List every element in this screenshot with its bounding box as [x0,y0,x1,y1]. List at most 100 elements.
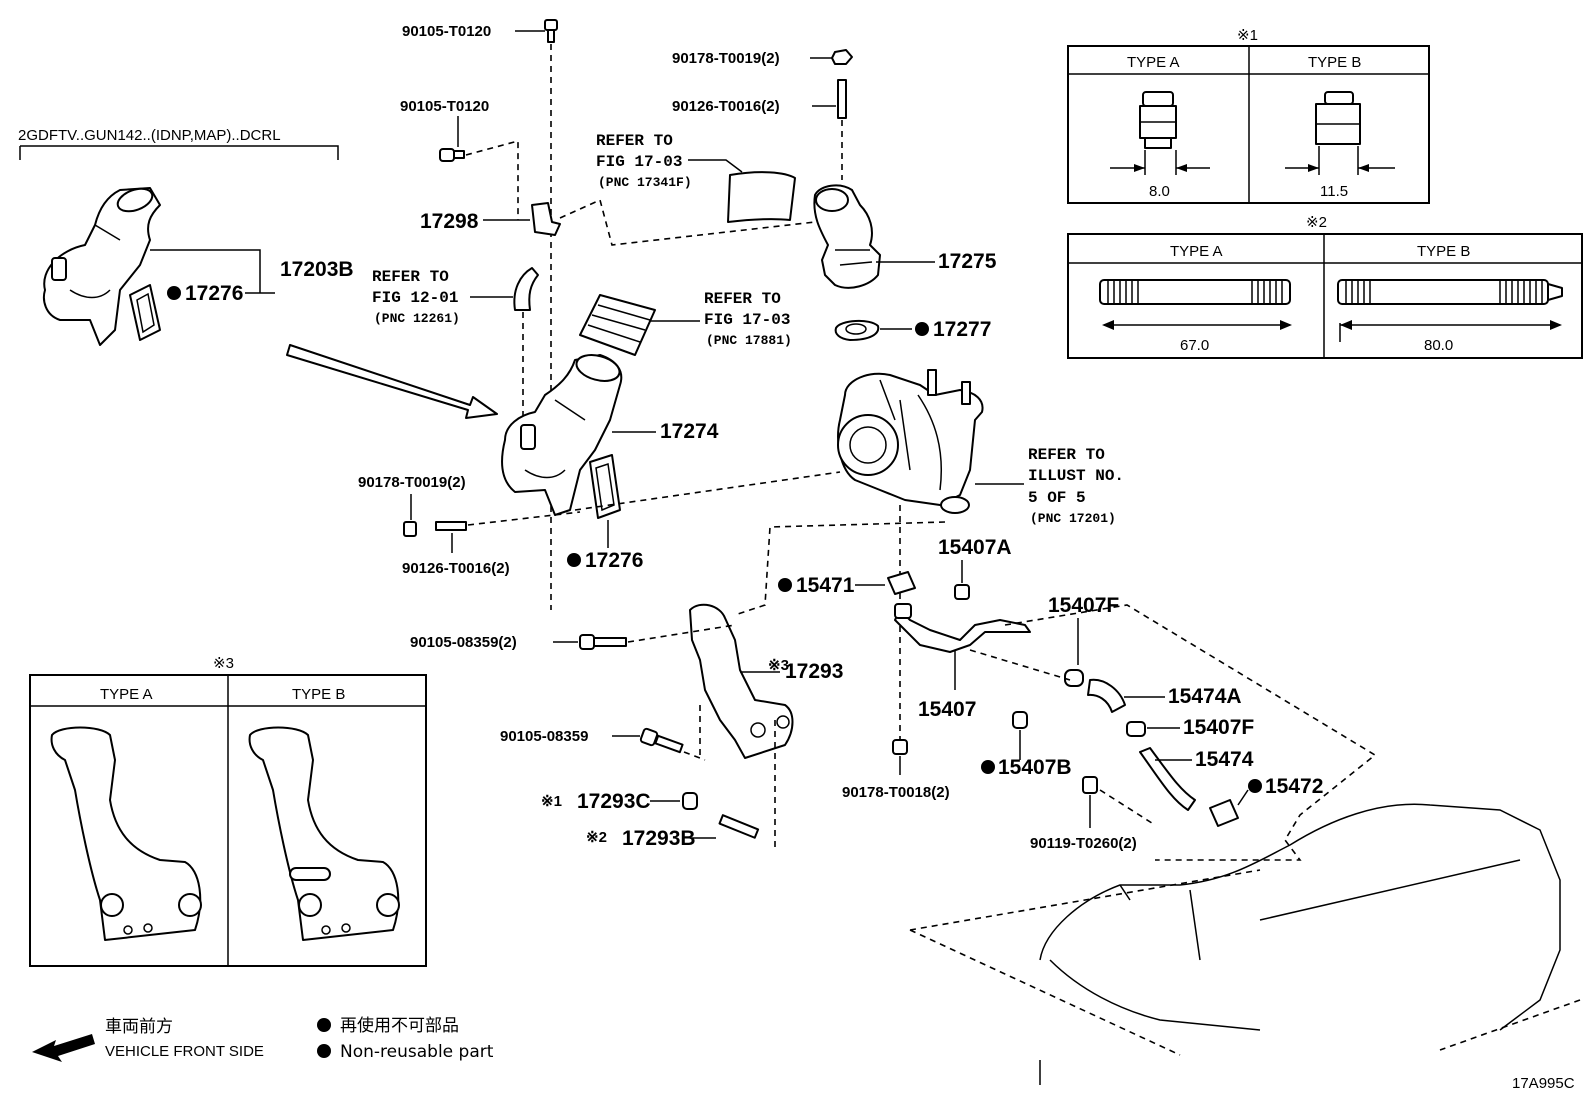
model-code-bracket [19,145,339,160]
callout-90105-08359-2: 90105-08359(2) [410,634,517,651]
table2-mark: ※2 [1306,214,1327,231]
nut-90178-T0018-drawing [892,739,908,755]
ref4-line3: 5 OF 5 [1028,489,1086,507]
bolt-90105-08359-2-drawing [579,634,627,650]
callout-90178-T0019-top: 90178-T0019(2) [672,50,780,67]
callout-90105-08359: 90105-08359 [500,728,588,745]
ref4-line4: (PNC 17201) [1030,511,1116,526]
callout-15474A: 15474A [1168,685,1242,708]
lead-17203B [150,249,275,294]
callout-17276-mid: 17276 [585,549,643,572]
callout-15407F-top: 15407F [1048,594,1119,617]
nut-mid-drawing [403,521,417,537]
illustration-id: 17A995C [1512,1075,1575,1092]
callout-90178-T0019-mid: 90178-T0019(2) [358,474,466,491]
callout-90105-T0120: 90105-T0120 [400,98,489,115]
bracket-type-b-drawing [248,726,400,941]
bolt-90105-T0120-drawing [544,19,558,43]
hose-17341F-drawing [727,171,796,223]
callout-90178-T0018: 90178-T0018(2) [842,784,950,801]
bolt-15407A-drawing [954,584,970,600]
table1-mark: ※1 [1237,27,1258,44]
union-15407B-drawing [1012,711,1028,729]
bracket-17298-drawing [531,202,561,236]
table2-dim-a: 67.0 [1180,337,1209,354]
ref1-line3: (PNC 17341F) [598,175,692,190]
nonreuse-dot-icon [317,1044,331,1058]
table3-type-b: TYPE B [292,686,345,703]
callout-90126-T0016-mid: 90126-T0016(2) [402,560,510,577]
table3-type-a: TYPE A [100,686,153,703]
nonreuse-dot [567,553,581,567]
table2-type-b: TYPE B [1417,243,1470,260]
stud-mid-drawing [435,521,467,531]
bracket-17293-drawing [689,603,794,759]
ref3-line3: (PNC 17881) [706,333,792,348]
ref2-line2: FIG 12-01 [372,289,458,307]
pipe-15474-drawing [1139,747,1196,811]
table1-dim-a: 8.0 [1149,183,1170,200]
callout-15472: 15472 [1265,775,1323,798]
table2-type-a: TYPE A [1170,243,1223,260]
callout-17293: 17293 [785,660,843,683]
gasket-15472-drawing [1209,799,1239,827]
clamp-15407F-drawing [1064,669,1084,687]
bolt-small-drawing [439,148,465,162]
gasket-17276-drawing [589,454,621,519]
mark1-label: ※1 [541,793,562,810]
bolt-90119-T0260-drawing [1082,776,1098,794]
inset-water-outlet-drawing [42,187,161,346]
legend-front-en: VEHICLE FRONT SIDE [105,1043,264,1060]
nut-type-a-drawing [1139,91,1177,149]
nut-17293C-drawing [682,792,698,810]
nonreuse-dot [1248,779,1262,793]
callout-90105-T0120-top: 90105-T0120 [402,23,491,40]
ref4-line1: REFER TO [1028,446,1105,464]
turbocharger-drawing [837,369,984,514]
inlet-17274-drawing [501,354,623,516]
ref1-line2: FIG 17-03 [596,153,682,171]
clamp-15407F-mid-drawing [1126,721,1146,737]
ref3-line2: FIG 17-03 [704,311,790,329]
legend-front-jp: 車両前方 [105,1017,173,1037]
stud-type-a-drawing [1099,279,1291,305]
nonreuse-dot [981,760,995,774]
callout-17277: 17277 [933,318,991,341]
callout-15407: 15407 [918,698,976,721]
gasket-17277-drawing [834,320,880,341]
callout-15474: 15474 [1195,748,1254,771]
callout-15407A: 15407A [938,536,1012,559]
inset-gasket-drawing [129,284,161,341]
callout-90119-T0260: 90119-T0260(2) [1030,835,1137,852]
hose-15474A-drawing [1087,678,1126,713]
stud-17293B-drawing [718,814,760,839]
callout-15407B: 15407B [998,756,1072,779]
legend-nonreuse-jp: 再使用不可部品 [340,1015,459,1036]
nut-type-b-drawing [1315,91,1361,145]
table3-mark: ※3 [213,655,234,672]
ref3-line1: REFER TO [704,290,781,308]
nut-top-drawing [831,49,853,65]
callout-15407F-mid: 15407F [1183,716,1254,739]
callout-17293C: 17293C [577,790,651,813]
hose-12261-drawing [513,267,539,311]
stud-top-drawing [837,79,847,119]
legend-nonreuse-en: Non-reusable part [340,1042,494,1062]
callout-17276-inset: 17276 [185,282,243,305]
table1-dim-b: 11.5 [1320,183,1348,200]
ref4-line2: ILLUST NO. [1028,467,1124,485]
ref2-line1: REFER TO [372,268,449,286]
mark3-17293: ※3 [768,657,789,674]
inset-arrow [286,344,498,419]
ref2-line3: (PNC 12261) [374,311,460,326]
callout-17274: 17274 [660,420,719,443]
nonreuse-dot [167,286,181,300]
callout-17293B: 17293B [622,827,696,850]
elbow-17275-drawing [813,184,881,289]
table2-dim-b: 80.0 [1424,337,1453,354]
callout-15471: 15471 [796,574,855,597]
model-code-label: 2GDFTV..GUN142..(IDNP,MAP)..DCRL [18,127,281,144]
table1-type-a: TYPE A [1127,54,1180,71]
bolt-90105-08359-drawing [639,727,684,754]
